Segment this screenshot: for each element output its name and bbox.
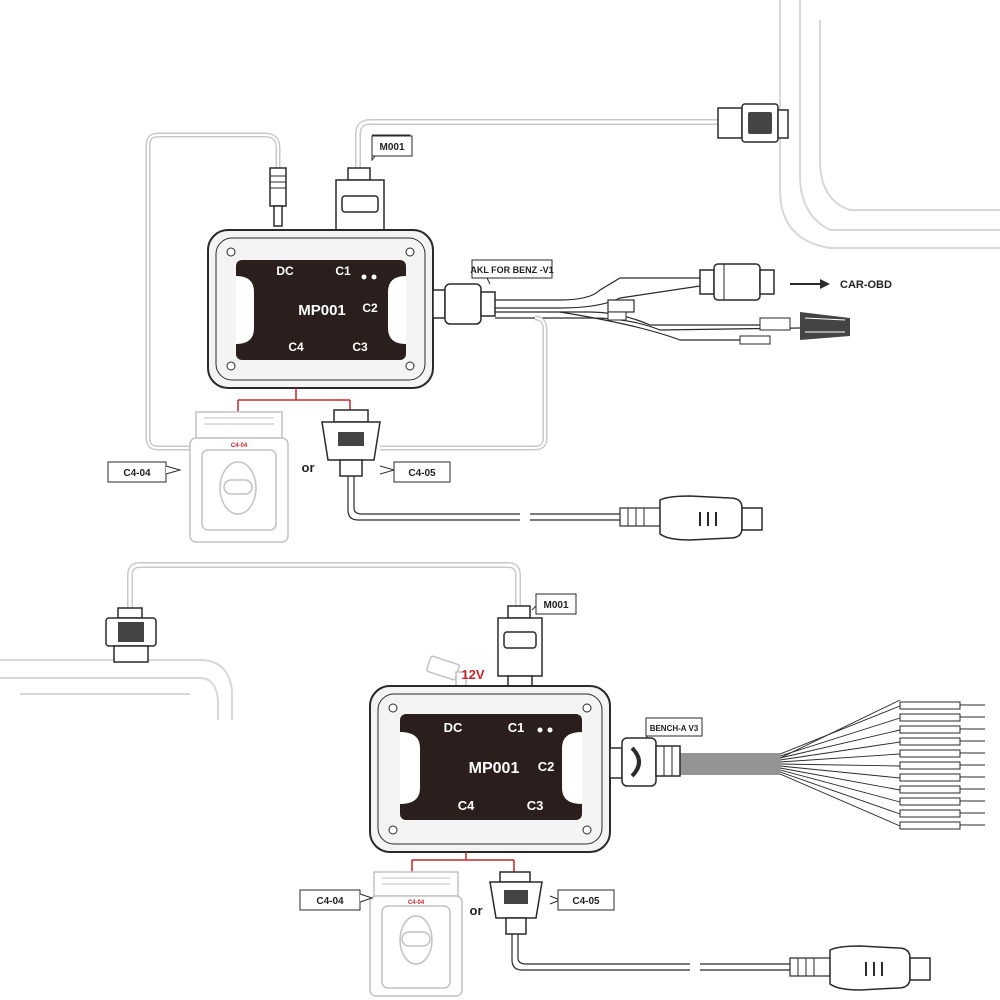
port-c3-top: C3: [352, 340, 368, 354]
port-c3-bottom: C3: [527, 798, 544, 813]
c4-05-connector-bottom: [490, 872, 542, 934]
m001-label-bottom: M001: [543, 600, 568, 611]
port-c1-bottom: C1: [508, 720, 525, 735]
db9-connector-bottom: [106, 608, 156, 662]
bench-wire-pins: [960, 705, 985, 825]
callout-m001-top: M001: [372, 135, 412, 160]
bench-connector: [610, 738, 680, 786]
callout-c404-bottom: C4-04: [300, 890, 372, 910]
tablet-top: [780, 0, 1000, 248]
callout-m001-bottom: M001: [532, 594, 576, 614]
m001-obd-connector-bottom: [498, 606, 542, 686]
c4-04-adapter-top: [190, 412, 288, 542]
port-c2-bottom: C2: [538, 759, 555, 774]
mp001-device-bottom: DC C1 MP001 C2 C4 C3: [370, 686, 610, 852]
ecu-cable-top: [348, 476, 620, 520]
port-dc-bottom: DC: [444, 720, 463, 735]
mp001-device-top: DC C1 MP001 C2 C4 C3: [208, 230, 433, 388]
db9-connector-tablet: [718, 104, 788, 142]
or-text-bottom: or: [470, 903, 483, 918]
port-c2-top: C2: [362, 301, 378, 315]
power-label-12v: 12V: [461, 667, 484, 682]
m001-obd-connector-top: [336, 168, 384, 230]
dc-plug-connector: [270, 168, 286, 226]
ecu-cable-bottom: [512, 934, 790, 970]
c4-04-adapter-text-top: C4-04: [231, 443, 248, 449]
callout-akl: AKL FOR BENZ -V1: [470, 260, 553, 284]
arrow-car-obd: [790, 279, 830, 289]
callout-bench: BENCH-A V3: [646, 718, 702, 738]
callout-c405-bottom: C4-05: [550, 890, 614, 910]
c404-label-top: C4-04: [123, 468, 151, 479]
fuse-holder: [608, 300, 634, 312]
ecu-plug-top: [620, 496, 762, 540]
akl-label: AKL FOR BENZ -V1: [470, 265, 553, 275]
red-link-top: [238, 388, 350, 412]
power-plug-12v: [426, 656, 466, 686]
c404-label-bottom: C4-04: [316, 896, 344, 907]
bench-wires: [680, 700, 900, 826]
device-label-top: MP001: [298, 302, 346, 319]
c4-05-connector-top: [322, 410, 380, 476]
car-obd-label: CAR-OBD: [840, 279, 892, 291]
callout-c405-top: C4-05: [380, 462, 450, 482]
top-diagram: M001 DC C1 MP001 C2 C4 C3: [108, 0, 1000, 542]
m001-cable-bottom-inner: [130, 565, 518, 610]
red-link-bottom: [412, 852, 514, 872]
m001-cable-bottom: [130, 565, 518, 610]
tablet-bottom: [0, 660, 232, 720]
port-dc-top: DC: [276, 264, 294, 278]
bottom-diagram: M001 12V DC C1 MP001 C2 C4 C3: [0, 565, 985, 996]
callout-c404-top: C4-04: [108, 462, 180, 482]
port-c4-top: C4: [288, 340, 304, 354]
c405-label-bottom: C4-05: [572, 896, 600, 907]
akl-connector: [433, 284, 495, 324]
or-text-top: or: [302, 460, 315, 475]
c405-label-top: C4-05: [408, 468, 436, 479]
device-label-bottom: MP001: [469, 760, 520, 777]
c4-04-adapter-text-bottom: C4-04: [408, 900, 425, 906]
ecu-plug-bottom: [790, 946, 930, 990]
c4-04-adapter-bottom: [370, 872, 462, 996]
port-c4-bottom: C4: [458, 798, 475, 813]
port-c1-top: C1: [335, 264, 351, 278]
bench-label: BENCH-A V3: [650, 724, 699, 733]
car-obd-connector: [700, 264, 774, 300]
m001-label-top: M001: [379, 142, 404, 153]
fuse-clip: [608, 312, 626, 320]
bench-wire-tips: [900, 702, 960, 829]
